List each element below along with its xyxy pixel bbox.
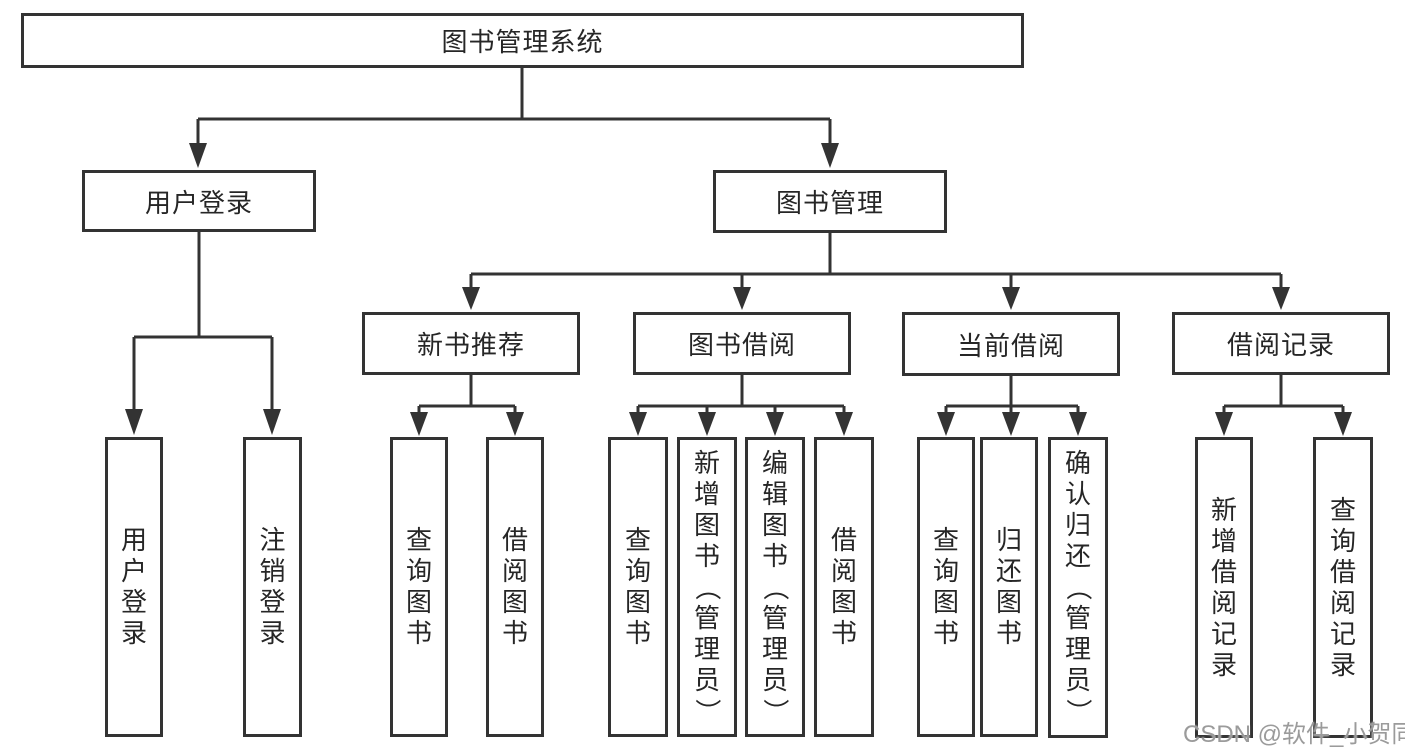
node-leaf-borrow-books-2: 借阅图书 <box>814 437 874 737</box>
connector-borrow-record <box>1222 375 1345 414</box>
node-leaf-add-borrow-record: 新增借阅记录 <box>1195 437 1253 738</box>
csdn-watermark: CSDN @软件_小贺同学 <box>1183 721 1405 747</box>
connector-new-book <box>417 375 517 414</box>
node-leaf-query-borrow-record: 查询借阅记录 <box>1313 437 1373 738</box>
node-leaf-edit-books-admin: 编辑图书（管理员） <box>745 437 805 737</box>
node-leaf-query-books-1: 查询图书 <box>390 437 448 737</box>
connector-user-login <box>132 232 274 411</box>
connector-current-borrow <box>944 376 1080 414</box>
node-borrow-record: 借阅记录 <box>1172 312 1390 375</box>
node-leaf-add-books-admin: 新增图书（管理员） <box>677 437 737 737</box>
node-leaf-logout: 注销登录 <box>243 437 302 737</box>
arrowheads-new-book <box>410 412 524 436</box>
node-root-system: 图书管理系统 <box>21 13 1024 68</box>
arrowheads-user-login <box>125 409 281 435</box>
arrowheads-current-borrow <box>937 412 1087 436</box>
node-book-management: 图书管理 <box>713 170 947 233</box>
connector-book-mgmt <box>469 233 1283 290</box>
node-user-login: 用户登录 <box>82 170 316 232</box>
arrowheads-level2 <box>462 287 1290 310</box>
node-current-borrow: 当前借阅 <box>902 312 1120 376</box>
connector-book-borrow <box>636 375 846 414</box>
node-leaf-return-books: 归还图书 <box>980 437 1038 737</box>
node-leaf-confirm-return-admin: 确认归还（管理员） <box>1048 437 1108 738</box>
node-leaf-query-books-2: 查询图书 <box>608 437 668 737</box>
node-leaf-user-login: 用户登录 <box>105 437 163 737</box>
connector-root-to-level1 <box>196 68 832 146</box>
arrowheads-borrow-record <box>1215 412 1352 436</box>
node-book-borrow: 图书借阅 <box>633 312 851 375</box>
arrowheads-book-borrow <box>629 412 853 436</box>
arrowheads-level1 <box>189 143 839 168</box>
node-leaf-query-books-3: 查询图书 <box>917 437 975 737</box>
node-new-book-recommend: 新书推荐 <box>362 312 580 375</box>
node-leaf-borrow-books-1: 借阅图书 <box>486 437 544 737</box>
